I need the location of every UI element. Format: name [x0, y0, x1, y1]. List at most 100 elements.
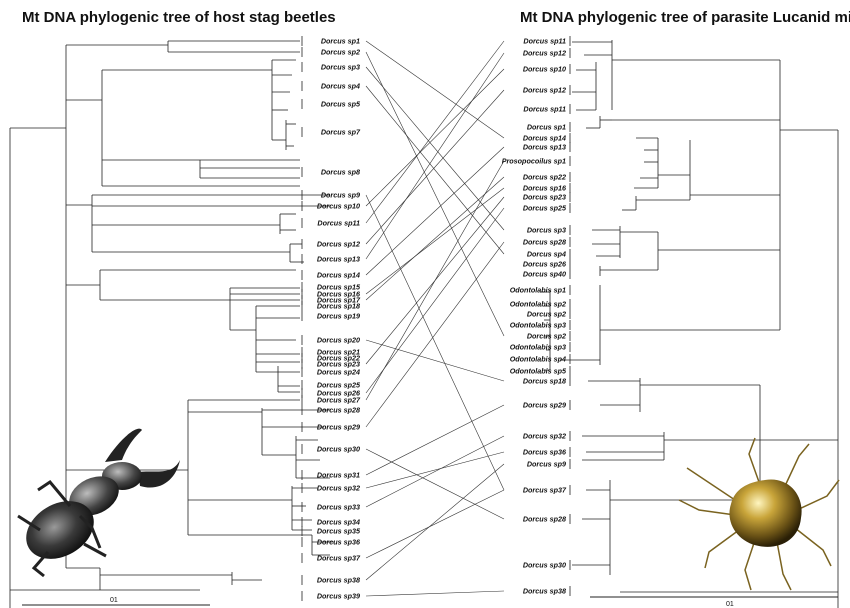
mite-tree-title: Mt DNA phylogenic tree of parasite Lucan… — [520, 9, 850, 26]
mite-leaf-label: Odontolabis sp2 — [510, 300, 566, 309]
host-leaf-label: Dorcus sp22 — [317, 354, 360, 363]
host-leaf-label: Dorcus sp31 — [317, 471, 360, 480]
cophylogeny-link — [365, 463, 505, 581]
mite-leaf-label: Dorcus sp14 — [523, 134, 566, 143]
host-leaf-label: Dorcus sp34 — [317, 518, 360, 527]
mite-leaf-label: Dorcus sp4 — [527, 250, 566, 259]
mite-leaf-label: Dorcus sp11 — [523, 37, 566, 46]
mite-leaf-label: Dorcus sp10 — [523, 65, 566, 74]
cophylogeny-link — [365, 146, 505, 276]
cophylogeny-link — [365, 194, 505, 491]
mite-leaf-label: Dorcus sp12 — [523, 49, 566, 58]
host-leaf-label: Dorcus sp27 — [317, 396, 361, 405]
mite-leaf-label: Dorcus sp1 — [527, 123, 566, 132]
mite-leaf-label: Odontolabis sp1 — [510, 286, 566, 295]
host-leaf-label: Dorcus sp9 — [321, 191, 360, 200]
cophylogeny-link — [365, 207, 505, 394]
host-leaf-label: Dorcus sp28 — [317, 406, 360, 415]
mite-leaf-label: Dorcus sp23 — [523, 193, 566, 202]
cophylogeny-link — [365, 339, 505, 382]
host-leaf-label: Dorcus sp12 — [317, 240, 360, 249]
mite-leaf-label: Dorcus sp2 — [527, 310, 566, 319]
cophylogeny-link — [365, 160, 505, 401]
mite-leaf-label: Dorcus sp18 — [523, 377, 566, 386]
mite-leaf-label: Dorcus sp30 — [523, 561, 566, 570]
cophylogeny-link — [365, 85, 505, 255]
cophylogeny-link — [365, 451, 505, 489]
host-leaf-label: Dorcus sp30 — [317, 445, 360, 454]
mite-leaf-label: Dorcus sp12 — [523, 86, 566, 95]
cophylogeny-link — [365, 52, 505, 260]
host-leaf-label: Dorcus sp8 — [321, 168, 360, 177]
host-leaf-label: Dorcus sp39 — [317, 592, 360, 601]
mite-leaf-label: Dorcus sp22 — [523, 173, 566, 182]
cophylogeny-link — [365, 51, 505, 337]
host-leaf-label: Dorcus sp16 — [317, 290, 361, 299]
mite-leaf-label: Dorcus sp13 — [523, 143, 566, 152]
mite-leaf-label: Odontolabis sp3 — [510, 343, 566, 352]
mite-leaf-label: Dorcus sp40 — [523, 270, 566, 279]
host-scale-bar: 01 — [22, 597, 210, 606]
host-leaf-label: Dorcus sp17 — [317, 296, 361, 305]
mite-leaf-label: Odontolabis sp4 — [510, 355, 566, 364]
stag-beetle-illustration — [17, 428, 180, 578]
host-leaf-label: Dorcus sp23 — [317, 360, 360, 369]
host-leaf-label: Dorcus sp35 — [317, 527, 361, 536]
mite-leaf-label: Dorcus sp28 — [523, 515, 566, 524]
mite-scale-bar: 01 — [590, 596, 838, 608]
mite-leaf-label: Dorcus sp38 — [523, 587, 566, 596]
host-leaf-label: Dorcus sp5 — [321, 100, 361, 109]
mite-leaf-label: Dorcus sp2 — [527, 332, 566, 341]
cophylogeny-link — [365, 66, 505, 231]
host-leaf-label: Dorcus sp19 — [317, 312, 360, 321]
mite-leaf-label: Prosopocoilus sp1 — [502, 157, 566, 166]
mite-leaf-label: Dorcus sp28 — [523, 238, 566, 247]
mite-leaf-label: Dorcus sp9 — [527, 460, 566, 469]
host-leaf-label: Dorcus sp7 — [321, 128, 361, 137]
mite-leaf-label: Odontolabis sp5 — [510, 367, 567, 376]
mite-leaf-label: Dorcus sp29 — [523, 401, 566, 410]
host-tree-title: Mt DNA phylogenic tree of host stag beet… — [22, 9, 336, 26]
host-leaf-label: Dorcus sp38 — [317, 576, 360, 585]
host-scale-label: 01 — [110, 597, 118, 604]
host-leaf-label: Dorcus sp14 — [317, 271, 360, 280]
mite-leaf-label: Odontolabis sp3 — [510, 321, 566, 330]
cophylogeny-link — [365, 40, 505, 224]
cophylogeny-link — [365, 89, 505, 245]
host-leaf-label: Dorcus sp10 — [317, 202, 360, 211]
host-leaf-label: Dorcus sp20 — [317, 336, 360, 345]
host-leaf-label: Dorcus sp24 — [317, 368, 360, 377]
cophylogeny-link — [365, 404, 505, 476]
host-leaf-label: Dorcus sp18 — [317, 302, 360, 311]
mite-scale-label: 01 — [726, 601, 734, 608]
host-leaf-label: Dorcus sp36 — [317, 538, 361, 547]
mite-leaf-label: Dorcus sp16 — [523, 184, 567, 193]
mite-leaf-label: Dorcus sp32 — [523, 432, 566, 441]
cophylogeny-connections — [365, 40, 505, 597]
host-leaf-label: Dorcus sp11 — [317, 219, 360, 228]
host-leaf-label: Dorcus sp26 — [317, 389, 361, 398]
host-leaf-label: Dorcus sp33 — [317, 503, 360, 512]
host-leaf-label: Dorcus sp4 — [321, 82, 360, 91]
cophylogeny-link — [365, 40, 505, 139]
cophylogeny-link — [365, 68, 505, 207]
mite-tree — [540, 40, 839, 608]
host-leaf-label: Dorcus sp2 — [321, 48, 360, 57]
mite-leaf-label: Dorcus sp37 — [523, 486, 567, 495]
host-leaf-label: Dorcus sp29 — [317, 423, 360, 432]
host-leaf-label: Dorcus sp13 — [317, 255, 360, 264]
cophylogeny-link — [365, 241, 505, 428]
mite-leaf-label: Dorcus sp36 — [523, 448, 567, 457]
host-leaf-label: Dorcus sp32 — [317, 484, 360, 493]
host-leaf-label: Dorcus sp25 — [317, 381, 361, 390]
host-leaf-label: Dorcus sp1 — [321, 37, 360, 46]
host-leaf-label: Dorcus sp37 — [317, 554, 361, 563]
host-leaf-label: Dorcus sp15 — [317, 283, 361, 292]
mite-leaf-label: Dorcus sp26 — [523, 260, 567, 269]
cophylogeny-link — [365, 435, 505, 508]
mite-leaf-label: Dorcus sp3 — [527, 226, 566, 235]
